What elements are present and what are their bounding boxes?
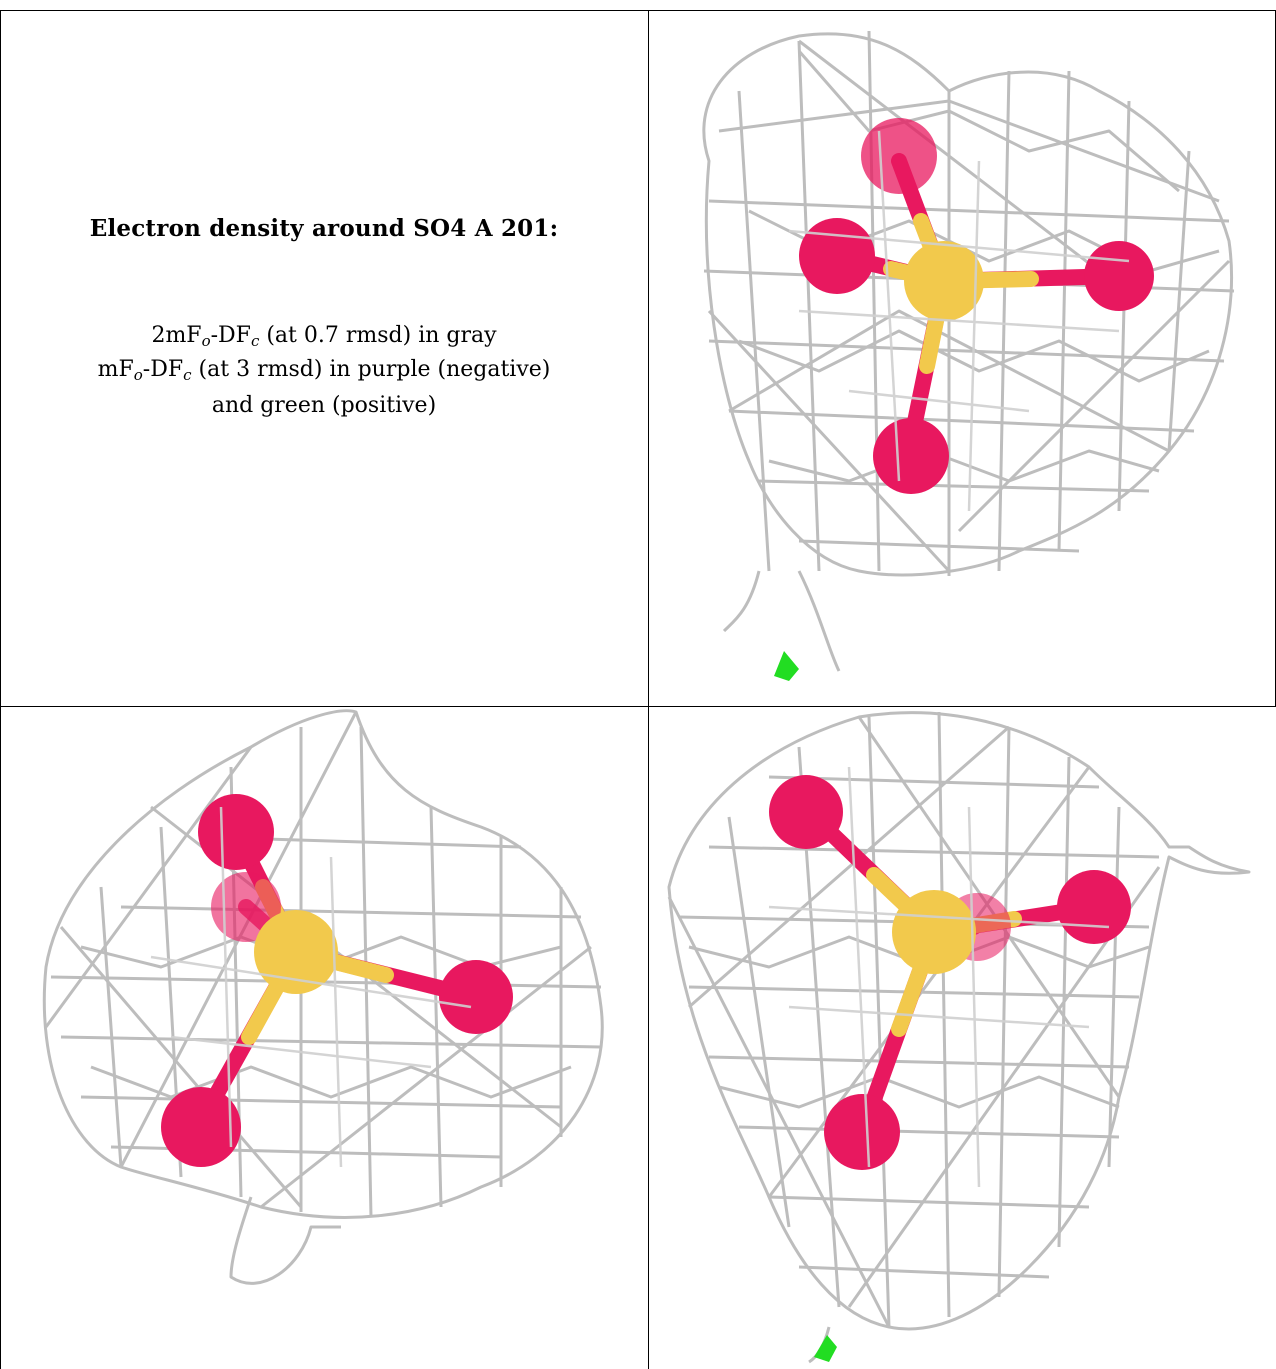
view-bottom-right	[649, 707, 1275, 1369]
density-mesh	[42, 709, 604, 1285]
caption-line-3: and green (positive)	[211, 393, 437, 418]
density-mesh-front	[768, 766, 1110, 1188]
positive-density-blob	[814, 1335, 837, 1362]
caption-line-1: 2mFo-DFc (at 0.7 rmsd) in gray	[151, 323, 497, 350]
sulfate-molecule	[161, 794, 513, 1167]
view-bottom-left	[1, 707, 648, 1369]
oxygen-atom	[1057, 870, 1131, 944]
oxygen-atom	[439, 960, 513, 1034]
sulfur-atom	[904, 241, 984, 321]
oxygen-atom	[873, 418, 949, 494]
density-mesh	[702, 30, 1235, 672]
border-top	[0, 10, 1276, 11]
border-middle	[0, 706, 1276, 707]
density-mesh	[667, 711, 1251, 1364]
oxygen-atom	[198, 794, 274, 870]
sulfur-atom	[254, 910, 338, 994]
oxygen-atom	[799, 218, 875, 294]
density-render-top-right	[702, 30, 1235, 681]
caption-title: Electron density around SO4 A 201:	[89, 215, 559, 242]
caption-cell: Electron density around SO4 A 201: 2mFo-…	[0, 0, 648, 706]
sulfate-molecule	[769, 775, 1131, 1170]
caption-line-2: mFo-DFc (at 3 rmsd) in purple (negative)	[97, 357, 551, 384]
oxygen-atom	[1084, 241, 1154, 311]
oxygen-atom	[161, 1087, 241, 1167]
oxygen-atom	[211, 872, 281, 942]
border-center	[648, 10, 649, 1369]
sulfur-atom	[892, 890, 976, 974]
view-top-right	[649, 11, 1275, 706]
oxygen-atom	[861, 118, 937, 194]
density-mesh-front	[788, 130, 1130, 512]
density-render-bottom-right	[667, 711, 1251, 1364]
oxygen-atom	[824, 1094, 900, 1170]
positive-density-blob	[774, 651, 799, 681]
border-left	[0, 10, 1, 1369]
density-render-bottom-left	[42, 709, 604, 1285]
oxygen-atom	[769, 775, 843, 849]
density-mesh-front	[150, 806, 472, 1168]
sulfate-molecule	[799, 118, 1154, 494]
